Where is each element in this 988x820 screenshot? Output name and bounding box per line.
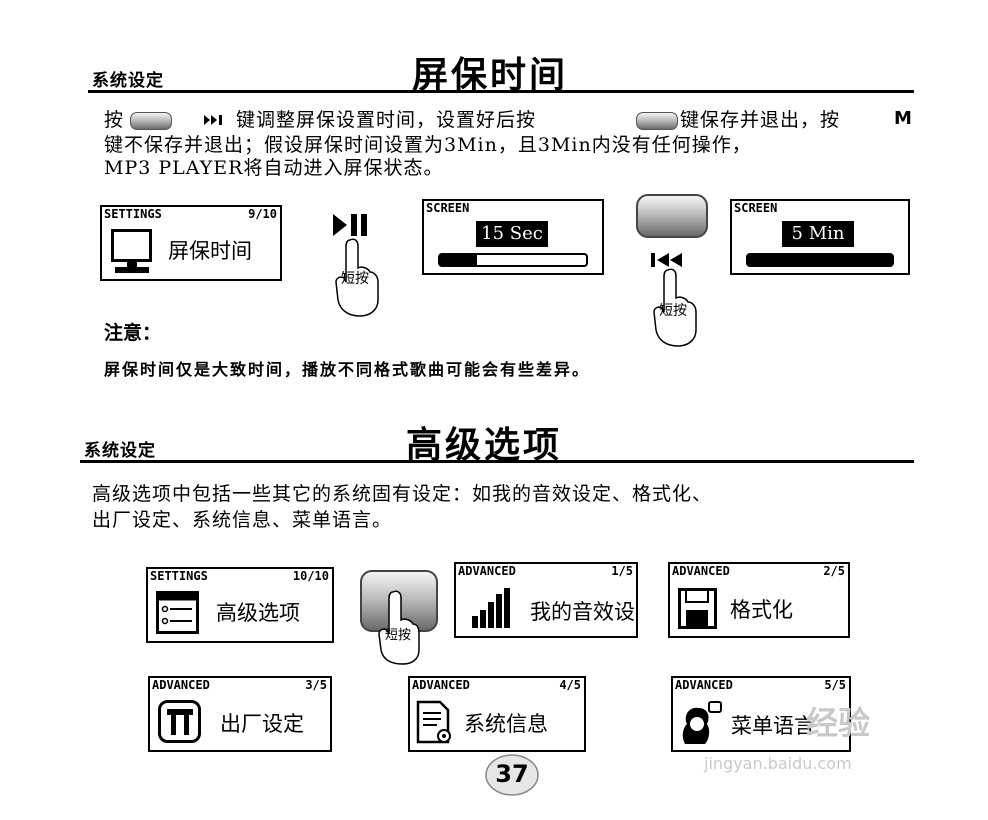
select-button-icon [636, 112, 678, 130]
watermark-text: 经验 [806, 704, 871, 742]
short-press-label: 短按 [659, 303, 687, 319]
play-pause-icon [333, 214, 367, 236]
monitor-icon [111, 229, 152, 273]
lcd-header: SETTINGS [104, 207, 162, 221]
language-avatar-icon [682, 701, 722, 744]
para-line-2: 出厂设定、系统信息、菜单语言。 [92, 509, 393, 531]
select-button-icon [636, 194, 708, 238]
hand-press-icon [653, 268, 697, 347]
para-line-1b: 键调整屏保设置时间，设置好后按 [236, 110, 536, 130]
lcd-index: 9/10 [248, 207, 277, 221]
time-value: 5 Min [782, 221, 854, 247]
lcd-header: SCREEN [734, 201, 778, 215]
lcd-label: 我的音效设 [530, 600, 635, 624]
para-line-2: 键不保存并退出；假设屏保时间设置为3Min，且3Min内没有任何操作， [104, 134, 752, 156]
lcd-header: ADVANCED [412, 678, 470, 692]
section-label: 系统设定 [92, 71, 164, 91]
section-label: 系统设定 [84, 441, 156, 461]
section-title: 高级选项 [406, 425, 563, 466]
time-level-fill [748, 255, 892, 265]
lcd-index: 4/5 [559, 678, 581, 692]
section-rule [88, 90, 914, 93]
lcd-settings-advanced: SETTINGS 10/10 高级选项 [146, 567, 334, 643]
para-line-1c: 键保存并退出，按 [680, 110, 840, 130]
short-press-label: 短按 [341, 271, 369, 287]
prev-track-icon [651, 253, 682, 267]
lcd-index: 5/5 [824, 678, 846, 692]
page-number: 37 [495, 760, 529, 788]
next-track-icon [204, 115, 222, 125]
lcd-advanced-sysinfo: ADVANCED 4/5 系统信息 [408, 676, 586, 752]
lcd-screen-after: SCREEN 5 Min [730, 199, 910, 275]
lcd-settings-screen: SETTINGS 9/10 屏保时间 [100, 205, 282, 281]
lcd-screen-before: SCREEN 15 Sec [422, 199, 604, 275]
time-value: 15 Sec [476, 221, 548, 247]
floppy-disk-icon [678, 588, 717, 629]
lcd-label: 菜单语言 [731, 714, 815, 738]
lcd-index: 3/5 [305, 678, 327, 692]
hand-press-icon [335, 238, 379, 317]
lcd-header: SCREEN [426, 201, 470, 215]
select-button-icon [130, 112, 172, 130]
lcd-advanced-factory: ADVANCED 3/5 出厂设定 [148, 676, 332, 752]
lcd-advanced-format: ADVANCED 2/5 格式化 [668, 562, 850, 638]
document-gear-icon [416, 700, 451, 744]
lcd-header: ADVANCED [675, 678, 733, 692]
lcd-advanced-eq: ADVANCED 1/5 我的音效设 [454, 562, 638, 638]
lcd-index: 2/5 [823, 564, 845, 578]
section-title: 屏保时间 [412, 55, 569, 96]
time-level-bar [438, 253, 588, 267]
section-rule [80, 460, 914, 463]
lcd-label: 格式化 [730, 598, 793, 622]
lcd-header: ADVANCED [458, 564, 516, 578]
page-number-badge [485, 754, 539, 796]
para-line-3: MP3 PLAYER将自动进入屏保状态。 [104, 157, 444, 179]
lcd-index: 10/10 [292, 569, 329, 583]
hand-press-icon [378, 590, 420, 665]
lcd-label: 高级选项 [216, 601, 300, 625]
lcd-header: ADVANCED [152, 678, 210, 692]
lcd-label: 系统信息 [464, 712, 548, 736]
lcd-index: 1/5 [611, 564, 633, 578]
time-level-bar [746, 253, 894, 267]
para-text: 键保存并退出，按 [680, 109, 841, 131]
m-key-icon: M [894, 108, 912, 129]
lcd-header: SETTINGS [150, 569, 208, 583]
para-line-1: 按 [104, 110, 124, 130]
lcd-header: ADVANCED [672, 564, 730, 578]
tools-icon [158, 700, 201, 743]
note-text: 屏保时间仅是大致时间，播放不同格式歌曲可能会有些差异。 [104, 360, 591, 379]
para-text: 键调整屏保设置时间，设置好后按 [236, 109, 537, 131]
lcd-label: 出厂设定 [220, 712, 304, 736]
watermark-url: jingyan.baidu.com [704, 754, 852, 773]
lcd-advanced-language: ADVANCED 5/5 菜单语言 [671, 676, 851, 752]
advanced-options-icon [156, 591, 199, 634]
short-press-label: 短按 [385, 628, 412, 643]
time-level-fill [440, 255, 477, 265]
para-line-1: 高级选项中包括一些其它的系统固有设定：如我的音效设定、格式化、 [92, 483, 713, 505]
equalizer-icon [472, 588, 510, 628]
lcd-label: 屏保时间 [168, 239, 252, 263]
note-label: 注意： [104, 322, 162, 344]
para-text: 按 [104, 109, 125, 131]
